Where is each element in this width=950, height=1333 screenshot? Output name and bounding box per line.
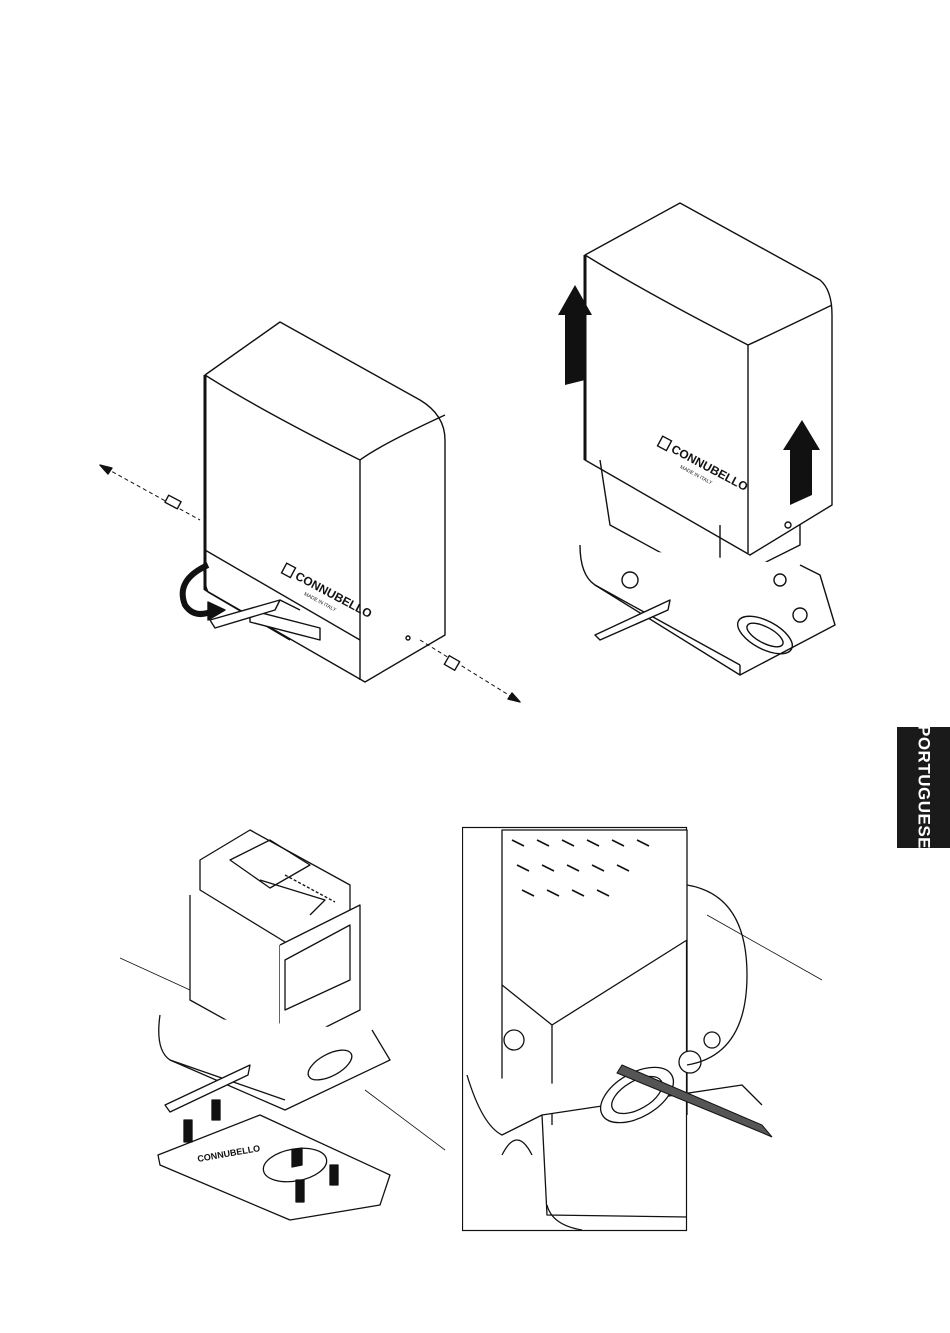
- cable-entry-detail-illustration: [462, 825, 832, 1233]
- mount-base-illustration: CONNUBELLO: [110, 820, 460, 1230]
- language-tab-label: PORTUGUESE: [914, 725, 934, 849]
- lift-cover-illustration: CONNUBELLO MADE IN ITALY: [550, 195, 850, 695]
- language-tab: PORTUGUESE: [897, 727, 950, 848]
- unscrew-cover-illustration: CONNUBELLO MADE IN ITALY: [90, 310, 540, 710]
